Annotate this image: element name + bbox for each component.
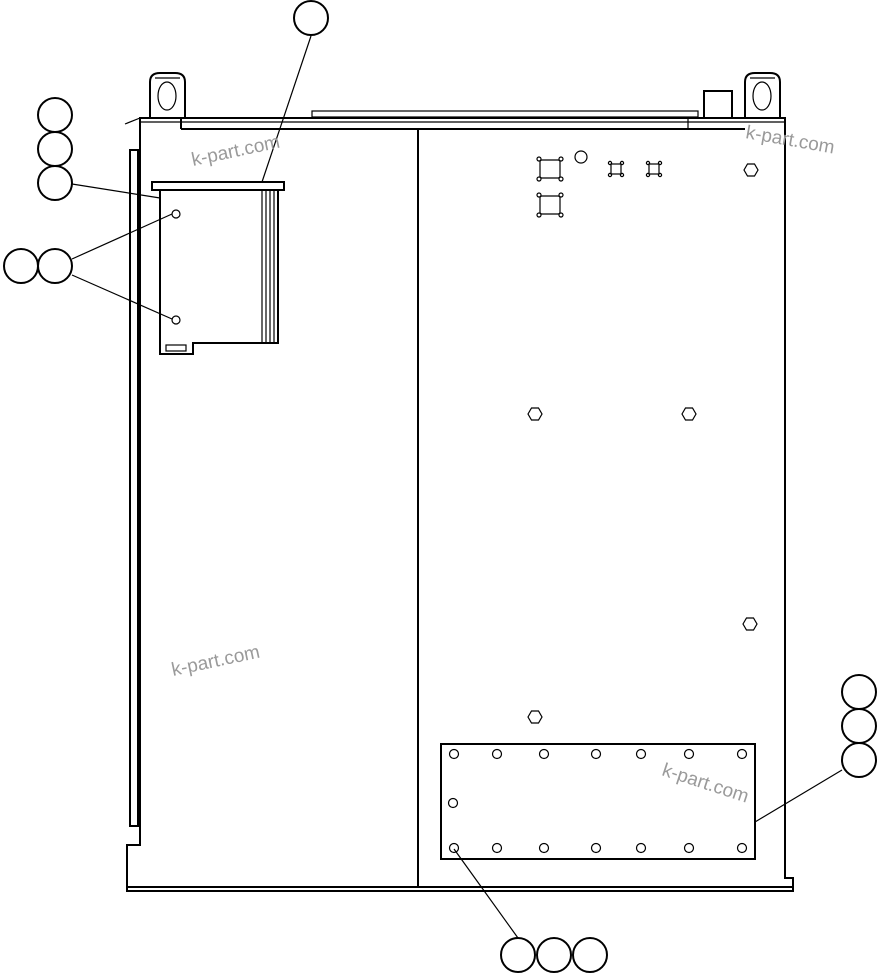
square-fitting: [536, 192, 564, 218]
bolt-hole: [538, 748, 550, 760]
callout-bubble: [500, 937, 536, 973]
panel-fittings: [536, 150, 663, 218]
bracket-assembly: [151, 181, 285, 355]
callout-bubble: [37, 97, 73, 133]
hex-bolt: [743, 163, 759, 177]
bolt-hole: [736, 748, 748, 760]
hex-bolt: [527, 407, 543, 421]
bolt-hole: [590, 748, 602, 760]
leader-lines: [71, 35, 843, 939]
bolt-hole: [635, 748, 647, 760]
cover-bolt-holes: [447, 748, 748, 854]
bolt-hole: [538, 842, 550, 854]
bolt-hole: [683, 748, 695, 760]
square-fitting: [536, 156, 564, 182]
bolt-hole: [590, 842, 602, 854]
lifting-lug-right: [744, 72, 781, 119]
callout-bubble: [536, 937, 572, 973]
bolt-hole: [683, 842, 695, 854]
small-fitting: [607, 160, 625, 178]
callout-bubble: [37, 248, 73, 284]
callout-bubble: [841, 742, 877, 778]
callout-bubbles: [3, 0, 877, 973]
hex-bolt: [527, 710, 543, 724]
hex-bolt: [742, 617, 758, 631]
hex-bolt: [681, 407, 697, 421]
callout-bubble: [37, 131, 73, 167]
small-fitting: [645, 160, 663, 178]
access-cover: [440, 743, 756, 860]
bolt-hole: [635, 842, 647, 854]
callout-bubble: [841, 708, 877, 744]
watermark-text: k-part.com: [744, 122, 836, 158]
callout-bubble: [3, 248, 39, 284]
watermark-text: k-part.com: [659, 760, 751, 808]
bolt-hole: [736, 842, 748, 854]
callout-bubble: [841, 674, 877, 710]
round-plug: [574, 150, 588, 164]
bolt-hole: [491, 748, 503, 760]
callout-bubble: [572, 937, 608, 973]
bolt-hole: [448, 748, 460, 760]
bolt-hole: [447, 797, 459, 809]
bolt-hole: [448, 842, 460, 854]
callout-bubble: [293, 0, 329, 36]
callout-bubble: [37, 165, 73, 201]
bolt-hole: [491, 842, 503, 854]
lifting-lug-left: [149, 72, 186, 119]
housing-outline: [124, 90, 794, 892]
watermark-text: k-part.com: [170, 642, 262, 681]
hex-bolts: [527, 163, 759, 724]
